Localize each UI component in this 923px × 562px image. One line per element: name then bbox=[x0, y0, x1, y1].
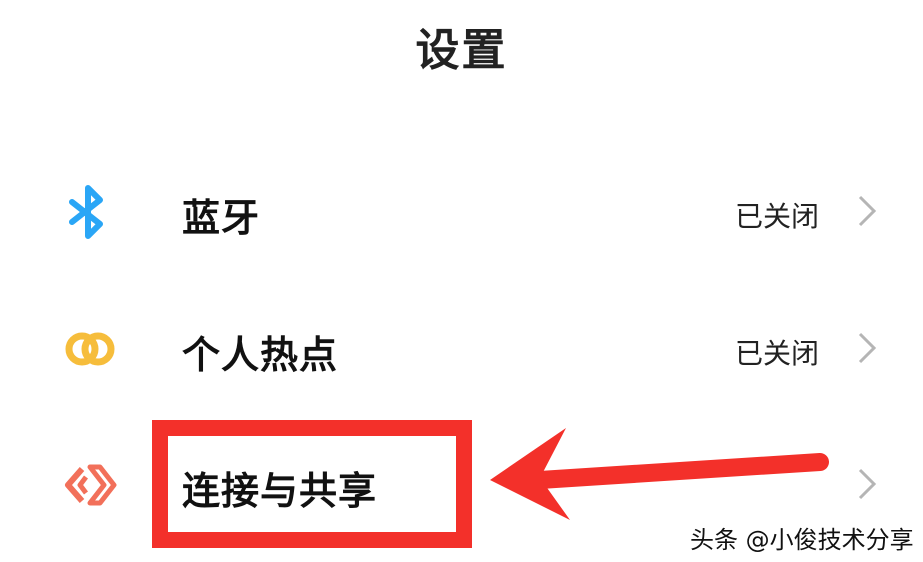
arrow-left-icon bbox=[490, 428, 829, 520]
settings-item-label: 个人热点 bbox=[182, 333, 339, 377]
settings-item-bluetooth[interactable]: 蓝牙 已关闭 bbox=[0, 167, 923, 257]
connection-share-icon bbox=[62, 457, 118, 513]
hotspot-icon bbox=[62, 321, 118, 377]
status-text: 已关闭 bbox=[734, 200, 819, 233]
chevron-right-icon bbox=[852, 328, 882, 368]
settings-item-label: 蓝牙 bbox=[182, 196, 261, 240]
chevron-right-icon bbox=[852, 464, 882, 504]
status-text: 已关闭 bbox=[734, 337, 819, 370]
settings-item-connection-sharing[interactable]: 连接与共享 bbox=[0, 440, 923, 530]
bluetooth-icon bbox=[62, 184, 118, 240]
page-title: 设置 bbox=[415, 25, 508, 76]
settings-item-label: 连接与共享 bbox=[182, 469, 378, 513]
watermark: 头条 @小俊技术分享 bbox=[690, 526, 914, 554]
chevron-right-icon bbox=[852, 191, 882, 231]
settings-item-hotspot[interactable]: 个人热点 已关闭 bbox=[0, 304, 923, 394]
highlight-box bbox=[152, 420, 472, 548]
